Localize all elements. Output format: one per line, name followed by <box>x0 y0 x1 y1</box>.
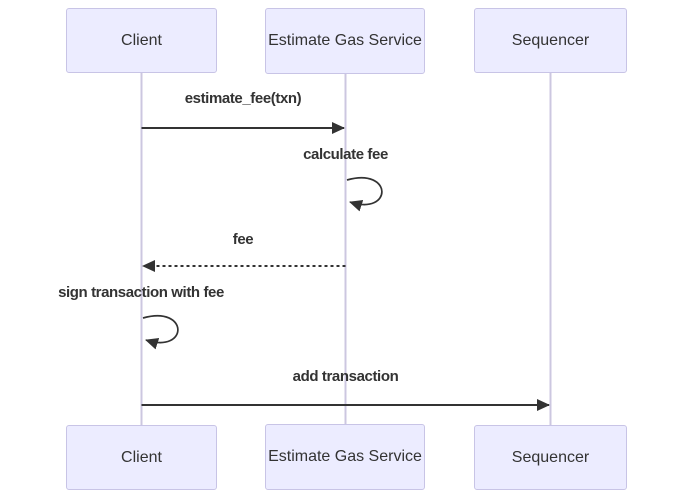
actor-estimate-gas-service-top: Estimate Gas Service <box>265 8 425 74</box>
self-loop-sign-transaction <box>142 315 179 350</box>
actor-client-bottom: Client <box>66 425 217 490</box>
actor-estimate-gas-service-top-label: Estimate Gas Service <box>268 32 422 49</box>
message-label-fee: fee <box>232 231 254 248</box>
actor-client-top: Client <box>66 8 217 73</box>
actor-sequencer-bottom-label: Sequencer <box>511 448 590 466</box>
actor-client-bottom-label: Client <box>121 448 162 466</box>
self-loop-calculate-fee <box>346 177 383 212</box>
actor-estimate-gas-service-bottom-label: Estimate Gas Service <box>268 448 422 465</box>
actor-estimate-gas-service-bottom: Estimate Gas Service <box>265 424 425 490</box>
message-label-sign-transaction: sign transaction with fee <box>58 284 224 301</box>
actor-sequencer-top: Sequencer <box>474 8 627 73</box>
actor-client-top-label: Client <box>121 31 162 49</box>
message-label-calculate-fee: calculate fee <box>303 146 388 163</box>
message-label-add-transaction: add transaction <box>292 368 399 385</box>
message-label-estimate-fee: estimate_fee(txn) <box>184 90 302 107</box>
actor-sequencer-bottom: Sequencer <box>474 425 627 490</box>
actor-sequencer-top-label: Sequencer <box>511 31 590 49</box>
